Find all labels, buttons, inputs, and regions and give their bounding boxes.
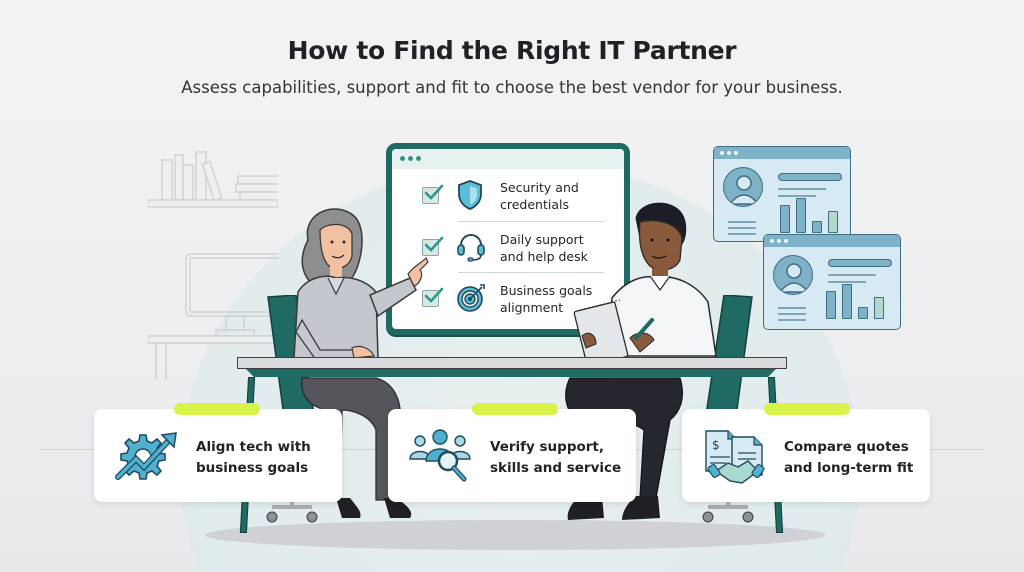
bookshelf-illustration (147, 150, 281, 210)
accent-highlight (472, 403, 558, 415)
placeholder-line (828, 274, 876, 276)
gear-growth-arrow-icon (115, 432, 177, 480)
card-verify-support: Verify support, skills and service (388, 403, 636, 502)
card-label-line: skills and service (490, 460, 622, 476)
card-align-tech: Align tech with business goals (94, 403, 342, 502)
placeholder-line (728, 221, 756, 223)
checklist-label-line: Business goals (500, 283, 593, 298)
placeholder-line (828, 281, 866, 283)
page-title: How to Find the Right IT Partner (287, 36, 737, 65)
placeholder-bar (778, 173, 842, 181)
check-icon (424, 287, 444, 303)
window-dot (784, 239, 788, 243)
window-dot (400, 156, 405, 161)
checklist-item-business-goals: Business goals alignment (422, 282, 612, 330)
divider (458, 272, 604, 273)
chart-bar (842, 284, 852, 319)
window-titlebar (764, 235, 900, 247)
card-label: Verify support, skills and service (490, 437, 621, 479)
chart-bar (858, 307, 868, 319)
chart-bar (796, 198, 806, 233)
checklist-label: Business goals alignment (500, 282, 592, 316)
card-label: Align tech with business goals (196, 437, 311, 479)
checklist-label-line: and help desk (500, 249, 588, 264)
card-label-line: Compare quotes (784, 439, 909, 455)
checklist-label-line: Security and (500, 180, 579, 195)
placeholder-line (778, 195, 816, 197)
placeholder-line (778, 307, 806, 309)
placeholder-line (778, 313, 806, 315)
profile-avatar-icon (723, 167, 763, 207)
background-monitor-illustration (147, 250, 287, 380)
svg-text:$: $ (712, 438, 720, 452)
divider (458, 221, 604, 222)
card-label: Compare quotes and long-term fit (784, 437, 913, 479)
dashboard-screen-1 (713, 146, 851, 242)
window-dot (408, 156, 413, 161)
placeholder-bar (828, 259, 892, 267)
checklist-item-support: Daily support and help desk (422, 231, 612, 279)
card-label-line: business goals (196, 460, 309, 476)
window-titlebar (714, 147, 850, 159)
checkbox-checked (422, 184, 444, 204)
window-dot (777, 239, 781, 243)
check-icon (424, 184, 444, 200)
placeholder-line (778, 319, 806, 321)
checklist-item-security: Security and credentials (422, 179, 612, 227)
checklist-label: Security and credentials (500, 179, 579, 213)
checklist-label-line: Daily support (500, 232, 584, 247)
floor-shadow (205, 520, 825, 550)
window-dot (734, 151, 738, 155)
accent-highlight (174, 403, 260, 415)
card-label-line: and long-term fit (784, 460, 914, 476)
card-compare-quotes: $ Compare quotes and long-term fit (682, 403, 930, 502)
accent-highlight (764, 403, 850, 415)
checklist-whiteboard: Security and credentials Daily support a… (386, 143, 630, 335)
headset-icon (457, 234, 485, 262)
chart-bar (812, 221, 822, 233)
checklist-label-line: credentials (500, 197, 569, 212)
page-subtitle: Assess capabilities, support and fit to … (181, 78, 843, 97)
placeholder-line (778, 188, 826, 190)
window-dot (720, 151, 724, 155)
window-dot (727, 151, 731, 155)
target-icon (457, 284, 485, 312)
card-label-line: Verify support, (490, 439, 605, 455)
window-titlebar (392, 149, 624, 169)
check-icon (424, 236, 444, 252)
window-dot (770, 239, 774, 243)
checklist-label-line: alignment (500, 300, 564, 315)
monitor-icon (147, 253, 287, 380)
placeholder-line (728, 233, 756, 235)
chart-bar (828, 211, 838, 233)
placeholder-line (728, 227, 756, 229)
checkbox-checked (422, 236, 444, 256)
dashboard-screen-2 (763, 234, 901, 330)
desk-skirt (246, 369, 776, 377)
checklist-label: Daily support and help desk (500, 231, 588, 265)
checkbox-checked (422, 287, 444, 307)
chart-bar (874, 297, 884, 319)
shield-icon (458, 180, 482, 210)
documents-handshake-icon: $ (705, 430, 765, 484)
people-search-icon (409, 429, 471, 482)
chart-bar (826, 291, 836, 319)
window-dot (416, 156, 421, 161)
books-icon (147, 151, 281, 208)
desk-top (237, 357, 787, 369)
card-label-line: Align tech with (196, 439, 311, 455)
profile-avatar-icon (773, 255, 813, 295)
chart-bar (780, 205, 790, 233)
